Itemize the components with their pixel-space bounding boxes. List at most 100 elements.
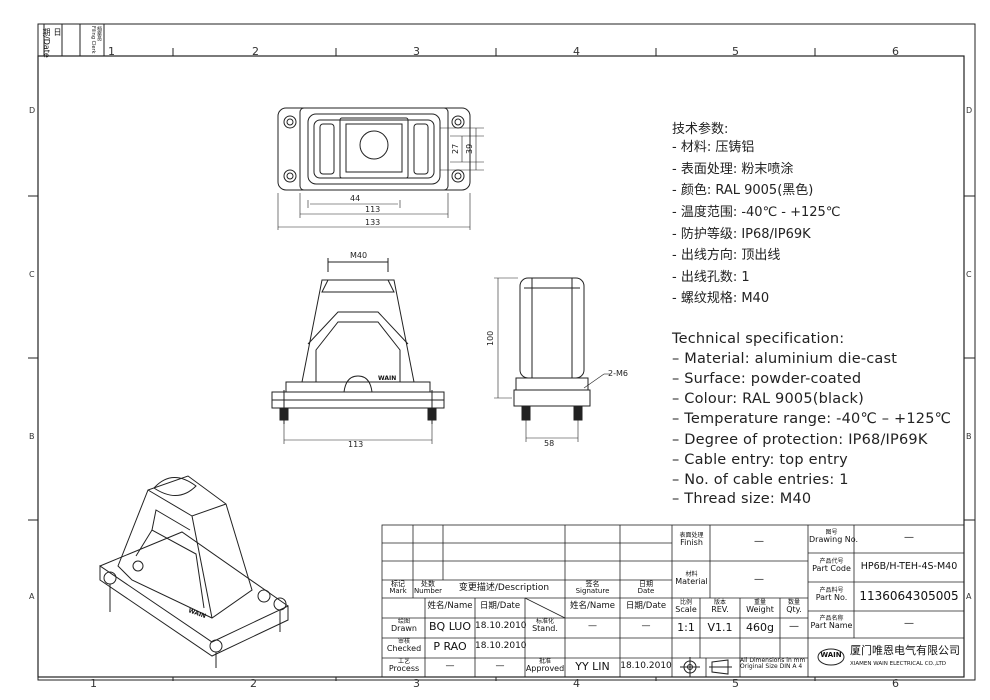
col-number-top: 3 — [413, 45, 420, 58]
spec-en-line: – Material: aluminium die-cast — [672, 351, 898, 367]
tb-drawn-name: BQ LUO — [429, 620, 471, 633]
dim-44: 44 — [350, 194, 360, 203]
row-letter: C — [29, 270, 35, 279]
dim-133: 133 — [365, 218, 380, 227]
tb-drawing-no-value: — — [904, 532, 914, 543]
spec-en-line: – Degree of protection: IP68/IP69K — [672, 432, 928, 448]
spec-cn-line: - 温度范围: -40℃ - +125℃ — [672, 205, 841, 220]
spec-cn-line: - 材料: 压铸铝 — [672, 140, 755, 155]
tb-material-value: — — [754, 574, 764, 585]
tb-stand-name: — — [588, 621, 597, 631]
tb-finish-value: — — [754, 536, 764, 547]
tb-process-date: — — [495, 661, 505, 671]
spec-cn-line: - 表面处理: 粉末喷涂 — [672, 162, 794, 177]
tb-approved-date: 18.10.2010 — [620, 661, 672, 671]
tb-name-header: 姓名/Name — [427, 601, 473, 611]
col-number-top: 1 — [108, 45, 115, 58]
tb-qty-value: — — [789, 621, 799, 632]
dim-113: 113 — [365, 205, 380, 214]
dim-front-113: 113 — [348, 440, 363, 449]
tb-part-no-value: 1136064305005 — [859, 589, 959, 603]
row-letter: A — [966, 592, 972, 601]
tb-date-header-2: 日期/Date — [625, 601, 667, 611]
tb-drawn-date: 18.10.2010 — [475, 621, 527, 631]
tb-stand-date: — — [641, 621, 651, 631]
spec-en-line: – Surface: powder-coated — [672, 371, 862, 387]
row-letter: B — [29, 432, 35, 441]
row-letter: B — [966, 432, 972, 441]
spec-cn-line: - 螺纹规格: M40 — [672, 291, 770, 306]
isometric-view-drawing: WAIN — [99, 475, 289, 668]
col-number-bottom: 6 — [892, 677, 899, 690]
col-number-bottom: 4 — [573, 677, 580, 690]
tb-weight-value: 460g — [746, 621, 774, 634]
top-view-drawing — [277, 107, 484, 230]
spec-en-line: – Thread size: M40 — [672, 491, 812, 507]
company-name-en: XIAMEN WAIN ELECTRICAL CO.,LTD — [850, 661, 947, 667]
col-number-bottom: 1 — [90, 677, 97, 690]
dim-2-m6: 2-M6 — [608, 369, 628, 378]
front-view-drawing: WAIN M40 113 — [271, 252, 445, 449]
tb-scale-value: 1:1 — [677, 621, 695, 634]
spec-en-title: Technical specification: — [672, 331, 845, 347]
dim-m40: M40 — [350, 252, 367, 260]
company-name-cn: 厦门唯恩电气有限公司 — [850, 644, 960, 657]
row-letter: D — [29, 106, 36, 115]
spec-cn-title: 技术参数: — [672, 122, 729, 137]
row-letter: C — [966, 270, 972, 279]
spec-en-line: – No. of cable entries: 1 — [672, 472, 849, 488]
tb-part-code-value: HP6B/H-TEH-4S-M40 — [860, 561, 958, 572]
dim-100: 100 — [486, 331, 495, 346]
row-letter: D — [966, 106, 973, 115]
corner-label-date: 日期/Date — [42, 28, 62, 58]
tb-rev-value: V1.1 — [707, 621, 733, 634]
row-letter: A — [29, 592, 35, 601]
tb-checked-date: 18.10.2010 — [475, 641, 527, 651]
brand-mark-front: WAIN — [378, 375, 396, 382]
dim-27: 27 — [451, 144, 460, 154]
corner-label-filing: 档案员 Filing Clerk — [90, 26, 102, 54]
company-logo-icon — [817, 648, 845, 666]
spec-cn-line: - 出线孔数: 1 — [672, 270, 750, 285]
tb-description: 变更描述/Description — [458, 583, 550, 593]
side-view-drawing: 100 58 2-M6 — [486, 277, 628, 448]
tb-part-name-value: — — [904, 618, 914, 629]
dim-39: 39 — [465, 144, 474, 154]
tb-checked-name: P RAO — [433, 640, 467, 653]
spec-en-line: – Temperature range: -40℃ – +125℃ — [672, 411, 952, 427]
top-view-dimensions: 44 113 133 27 39 — [350, 144, 474, 227]
col-number-top: 2 — [252, 45, 259, 58]
col-number-top: 6 — [892, 45, 899, 58]
col-number-bottom: 2 — [250, 677, 257, 690]
tb-date-header: 日期/Date — [479, 601, 521, 611]
dim-58: 58 — [544, 439, 554, 448]
company-logo-text: WAIN — [820, 651, 842, 659]
spec-en-line: – Colour: RAL 9005(black) — [672, 391, 864, 407]
projection-symbol-icon — [680, 657, 732, 677]
spec-cn-line: - 颜色: RAL 9005(黑色) — [672, 183, 814, 198]
col-number-top: 5 — [732, 45, 739, 58]
spec-cn-line: - 出线方向: 顶出线 — [672, 248, 781, 263]
tb-process-name: — — [445, 661, 455, 671]
spec-cn-line: - 防护等级: IP68/IP69K — [672, 227, 811, 242]
tb-approved-name: YY LIN — [575, 660, 610, 673]
